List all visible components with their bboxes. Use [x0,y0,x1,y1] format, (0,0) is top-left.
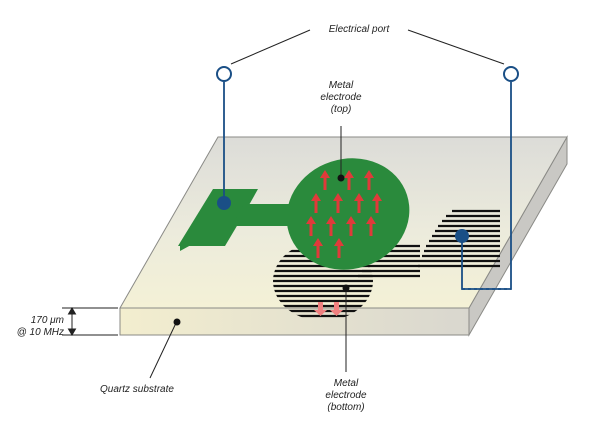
polarization-arrows [306,170,382,258]
bottom-leader-dot [342,284,350,292]
top-contact-dot [217,196,231,210]
thickness-dimension [62,307,118,336]
metal-electrode-bottom-label: Metal electrode (bottom) [325,378,367,413]
leader-lines [149,126,347,379]
left-port-terminal [216,66,232,82]
thickness-label: 170 μm @ 10 MHz [16,315,64,338]
right-port-terminal [503,66,519,82]
electrical-port-label: Electrical port [328,24,390,35]
bottom-contact-dot [455,229,469,243]
quartz-substrate-label: Quartz substrate [100,384,174,395]
bottom-field-arrows [314,302,343,316]
top-leader-dot [337,174,345,182]
top-electrode-pad-body [178,189,258,246]
substrate-leader-dot [173,318,181,326]
electrical-port-bracket [230,29,505,65]
metal-electrode-top-label: Metal electrode (top) [320,80,362,115]
